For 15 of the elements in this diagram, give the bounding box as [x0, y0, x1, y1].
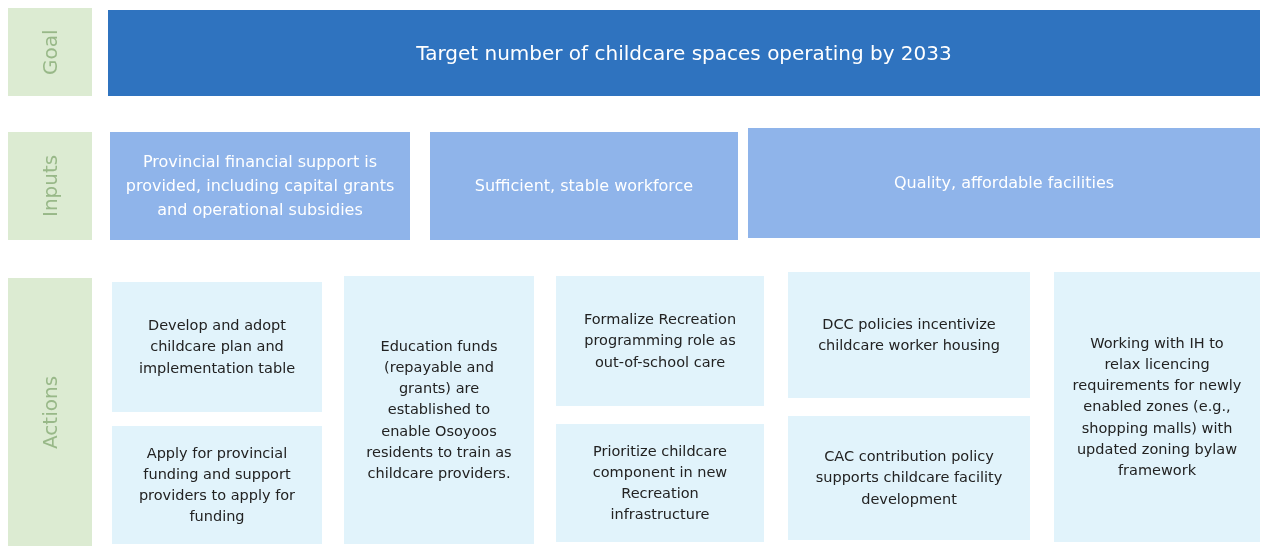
action-box: Prioritize childcare component in new Recreation infrastructure	[556, 424, 764, 542]
action-box: Working with IH to relax licencing requirements for newly enabled zones (e.g., shopping malls) with updated zoning bylaw framework	[1054, 272, 1260, 542]
action-box: Formalize Recreation programming role as out-of-school care	[556, 276, 764, 406]
row-label-band: Goal	[8, 8, 92, 96]
row-label-band: Inputs	[8, 132, 92, 240]
action-box: DCC policies incentivize childcare worker housing	[788, 272, 1030, 398]
input-box: Quality, affordable facilities	[748, 128, 1260, 238]
action-box: Apply for provincial funding and support providers to apply for funding	[112, 426, 322, 544]
action-box: CAC contribution policy supports childcare facility development	[788, 416, 1030, 540]
input-box: Provincial financial support is provided, including capital grants and operational subsidies	[110, 132, 410, 240]
input-box: Sufficient, stable workforce	[430, 132, 738, 240]
action-box: Develop and adopt childcare plan and implementation table	[112, 282, 322, 412]
row-label-band: Actions	[8, 278, 92, 546]
goal-banner: Target number of childcare spaces operating by 2033	[108, 10, 1260, 96]
action-box: Education funds (repayable and grants) are established to enable Osoyoos residents to train as childcare providers.	[344, 276, 534, 544]
